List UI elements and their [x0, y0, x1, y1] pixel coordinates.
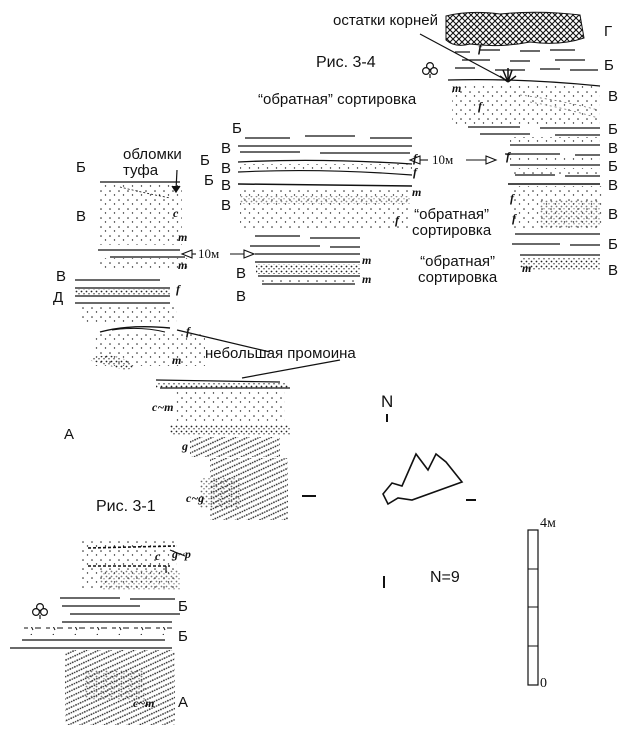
label-small-gully: небольшая промоина: [205, 346, 356, 362]
texture-c-m: c~m: [133, 697, 155, 709]
texture-m: m: [362, 254, 371, 266]
scale-bottom-label: 0: [540, 676, 547, 692]
unit-B: Б: [608, 122, 618, 138]
compass-rose: [302, 414, 476, 588]
texture-m: m: [452, 82, 461, 94]
label-inverse-sorting-3: “обратная” сортировка: [418, 254, 497, 286]
unit-B: Б: [200, 153, 210, 169]
unit-V: В: [608, 263, 618, 279]
scale-bar: [528, 530, 538, 685]
soil-layer: [446, 12, 584, 45]
texture-f: f: [506, 150, 510, 162]
unit-V: В: [221, 141, 231, 157]
unit-V: В: [76, 209, 86, 225]
unit-V: В: [221, 198, 231, 214]
texture-m: m: [522, 262, 531, 274]
texture-m: m: [178, 259, 187, 271]
texture-f: f: [512, 212, 516, 224]
unit-V: В: [236, 289, 246, 305]
rose-arrow: [383, 454, 462, 504]
unit-V: В: [608, 178, 618, 194]
unit-V: В: [56, 269, 66, 285]
texture-c: c: [155, 550, 160, 562]
label-tuff-fragments: обломки туфа: [123, 147, 182, 179]
texture-f: f: [395, 214, 399, 226]
texture-c-g: c~g: [186, 492, 204, 504]
unit-B: Б: [204, 173, 214, 189]
texture-g: g: [182, 440, 188, 452]
unit-B: Б: [232, 121, 242, 137]
column-fig-3-1: [10, 182, 290, 725]
label-inverse-sorting-2: “обратная” сортировка: [412, 207, 491, 239]
texture-f: f: [176, 283, 180, 295]
label-roots: остатки корней: [333, 13, 438, 29]
unit-B: Б: [178, 629, 188, 645]
compass-count: N=9: [430, 570, 460, 586]
compass-north: N: [381, 394, 393, 410]
texture-f: f: [478, 100, 482, 112]
unit-V: В: [608, 141, 618, 157]
unit-V: В: [221, 178, 231, 194]
unit-B: Б: [76, 160, 86, 176]
unit-B: Б: [608, 237, 618, 253]
texture-f: f: [413, 166, 417, 178]
scale-top-label: 4м: [540, 516, 556, 532]
figure-3-1-title: Рис. 3-1: [96, 499, 156, 515]
unit-B: Б: [608, 159, 618, 175]
unit-B: Б: [604, 58, 614, 74]
figure-3-4-title: Рис. 3-4: [316, 55, 376, 71]
texture-f: f: [413, 152, 417, 164]
texture-f: f: [478, 42, 482, 54]
unit-V: В: [221, 161, 231, 177]
texture-m: m: [172, 354, 181, 366]
unit-G: Г: [604, 24, 612, 40]
unit-A: А: [178, 695, 188, 711]
unit-V: В: [608, 207, 618, 223]
distance-label-right: 10м: [432, 153, 453, 167]
texture-f: f: [510, 192, 514, 204]
texture-g-p: g~p: [172, 548, 191, 560]
distance-label-left: 10м: [198, 247, 219, 261]
unit-V: В: [236, 266, 246, 282]
texture-m: m: [178, 231, 187, 243]
texture-c: c: [173, 207, 178, 219]
texture-m: m: [412, 186, 421, 198]
unit-V: В: [608, 89, 618, 105]
label-inverse-sorting: “обратная” сортировка: [258, 92, 416, 108]
unit-D: Д: [53, 290, 63, 306]
column-middle: [238, 136, 412, 284]
unit-A: А: [64, 427, 74, 443]
unit-B: Б: [178, 599, 188, 615]
texture-m: m: [362, 273, 371, 285]
texture-c-m: c~m: [152, 401, 174, 413]
texture-f: f: [186, 325, 190, 337]
